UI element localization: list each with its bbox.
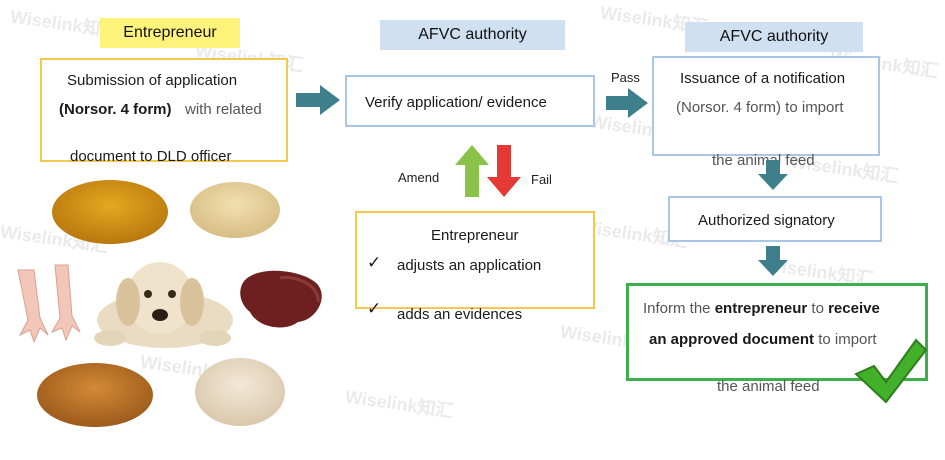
entrepreneur-adjust-box: Entrepreneur ✓ adjusts an application ✓ … bbox=[355, 211, 595, 323]
down-arrow-red-icon bbox=[487, 145, 521, 197]
check-mark-icon: ✓ bbox=[367, 253, 382, 272]
check-mark-icon: ✓ bbox=[367, 299, 382, 318]
verify-label: Verify application/ evidence bbox=[365, 94, 547, 111]
notification-line2: (Norsor. 4 form) to import bbox=[676, 99, 844, 116]
pass-label: Pass bbox=[611, 70, 640, 85]
header-afvc-authority-2: AFVC authority bbox=[685, 22, 863, 52]
feed-powder-brown bbox=[37, 363, 153, 427]
header-afvc-authority: AFVC authority bbox=[380, 20, 565, 50]
animal-feed-collage bbox=[17, 180, 322, 427]
inform-line2: an approved document to import bbox=[649, 331, 877, 348]
chicken-feet-image bbox=[17, 264, 81, 344]
signatory-label: Authorized signatory bbox=[698, 212, 835, 229]
right-arrow-icon bbox=[606, 88, 648, 118]
big-green-checkmark-icon bbox=[854, 338, 928, 404]
submission-line1: Submission of application bbox=[67, 72, 238, 89]
submission-line2: with related bbox=[185, 101, 262, 118]
liver-image bbox=[240, 270, 322, 328]
inform-box: Inform the entrepreneur to receive an ap… bbox=[626, 283, 928, 395]
entrepreneur-item-1: adjusts an application bbox=[397, 257, 542, 274]
submission-line3: document to DLD officer bbox=[70, 148, 232, 165]
amend-label: Amend bbox=[398, 170, 440, 185]
watermark: Wiselink知汇 bbox=[343, 386, 455, 422]
up-arrow-icon bbox=[455, 145, 489, 197]
feed-powder-white bbox=[195, 358, 285, 426]
right-arrow-icon bbox=[296, 85, 340, 115]
fail-label: Fail bbox=[531, 172, 552, 187]
signatory-box: Authorized signatory bbox=[668, 196, 882, 242]
notification-line1: Issuance of a notification bbox=[680, 70, 846, 87]
notification-line3: the animal feed bbox=[712, 152, 815, 169]
feed-flakes-beige bbox=[190, 182, 280, 238]
feed-powder-orange bbox=[52, 180, 168, 244]
header-entrepreneur: Entrepreneur bbox=[100, 18, 240, 48]
verify-box: Verify application/ evidence bbox=[345, 75, 595, 127]
submission-form-name: (Norsor. 4 form) bbox=[59, 101, 172, 118]
inform-line1: Inform the entrepreneur to receive bbox=[643, 300, 880, 317]
down-arrow-icon bbox=[758, 160, 788, 190]
notification-box: Issuance of a notification (Norsor. 4 fo… bbox=[652, 56, 880, 169]
submission-box: Submission of application (Norsor. 4 for… bbox=[40, 58, 288, 165]
entrepreneur-item-2: adds an evidences bbox=[397, 306, 523, 323]
dog-image bbox=[94, 262, 233, 348]
down-arrow-icon bbox=[758, 246, 788, 276]
inform-line3: the animal feed bbox=[717, 378, 820, 395]
entrepreneur-box-title: Entrepreneur bbox=[431, 227, 519, 244]
